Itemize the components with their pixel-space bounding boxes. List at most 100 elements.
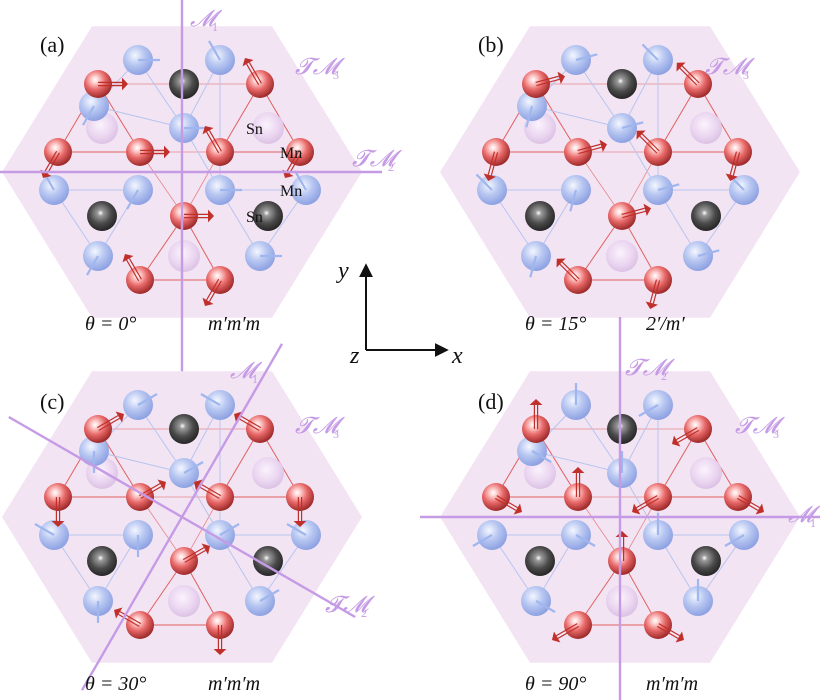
panel-label: (b) bbox=[478, 32, 504, 57]
spin-arrowhead bbox=[293, 521, 307, 527]
mn-atom-upper-layer bbox=[608, 202, 636, 230]
atom-label: Mn bbox=[280, 183, 302, 200]
mn-blue-bond bbox=[93, 404, 186, 474]
sn-atom-lower-layer bbox=[606, 585, 638, 617]
sn-atom-lower-layer bbox=[252, 112, 284, 144]
spin-arrow-lower bbox=[525, 105, 534, 128]
mn-atom-upper-layer bbox=[608, 547, 636, 575]
sn-atom-upper-layer bbox=[87, 546, 117, 576]
mn-blue-bond bbox=[219, 534, 307, 602]
spin-arrow-upper bbox=[681, 65, 700, 84]
panel-b: 𝓣𝓜3(b)θ = 15°2′/m′ bbox=[440, 26, 800, 335]
spin-arrowhead bbox=[483, 173, 496, 181]
spin-arrow-upper bbox=[208, 130, 222, 152]
spin-arrowhead bbox=[632, 503, 641, 515]
sn-atom-upper-layer bbox=[87, 201, 117, 231]
mn-atom-upper-layer bbox=[206, 138, 234, 166]
spin-arrow-lower bbox=[86, 255, 99, 276]
mn-triangle-bond bbox=[577, 560, 659, 626]
mn-blue-bond bbox=[53, 189, 139, 257]
spin-arrow-upper bbox=[238, 417, 260, 431]
spin-arrowhead bbox=[122, 77, 128, 91]
x-axis-label: x bbox=[451, 343, 463, 369]
mn-atom-upper-layer bbox=[564, 266, 592, 294]
symmetry-line-label: 𝓣𝓜 bbox=[325, 592, 376, 617]
mn-atom-upper-layer bbox=[724, 483, 752, 511]
spin-arrow-lower bbox=[724, 534, 745, 547]
spin-arrowhead bbox=[672, 435, 681, 447]
spin-arrow-upper bbox=[496, 495, 518, 509]
mn-triangle-bond bbox=[139, 215, 221, 281]
spin-arrow-upper bbox=[577, 143, 601, 152]
mn-atom-upper-layer bbox=[84, 415, 112, 443]
spin-arrowhead bbox=[643, 203, 651, 216]
tm3-subscript: 3 bbox=[333, 68, 339, 82]
mn-triangle-bond bbox=[57, 428, 141, 498]
sn-atom-upper-layer bbox=[169, 69, 199, 99]
spin-arrowhead bbox=[636, 130, 646, 140]
spin-arrow-lower bbox=[657, 183, 680, 192]
magnetic-point-group: m′m′m bbox=[208, 673, 260, 695]
mn-blue-bond bbox=[491, 189, 577, 257]
spin-arrow-lower bbox=[575, 53, 598, 62]
tm3-subscript: 3 bbox=[333, 427, 339, 441]
sn-atom-upper-layer bbox=[253, 546, 283, 576]
spin-arrow-upper bbox=[652, 280, 661, 304]
mn-blue-bond bbox=[657, 189, 745, 257]
spin-arrow-upper bbox=[490, 152, 499, 176]
spin-arrowhead bbox=[513, 503, 522, 515]
spin-arrow-upper bbox=[98, 417, 120, 431]
panel-label: (d) bbox=[478, 389, 504, 414]
spin-arrow-upper bbox=[637, 497, 660, 511]
mn-atom-upper-layer bbox=[206, 483, 234, 511]
mn-atom-upper-layer bbox=[126, 138, 154, 166]
mn-atom-upper-layer bbox=[522, 70, 550, 98]
spin-arrow-upper bbox=[559, 263, 578, 282]
spin-arrow-lower bbox=[126, 189, 139, 210]
magnetic-point-group: m′m′m bbox=[646, 673, 698, 695]
spin-arrowhead bbox=[571, 467, 585, 473]
spin-arrow-upper bbox=[556, 623, 578, 637]
mn-atom-upper-layer bbox=[564, 483, 592, 511]
theta-value: θ = 30° bbox=[85, 673, 146, 695]
spin-arrow-upper bbox=[46, 152, 60, 174]
mn-blue-bond bbox=[183, 59, 221, 192]
spin-arrowhead bbox=[51, 521, 65, 527]
spin-arrow-upper bbox=[208, 280, 222, 302]
spin-arrow-lower bbox=[137, 393, 158, 406]
sn-atom-lower-layer bbox=[168, 585, 200, 617]
mn-atom-upper-layer bbox=[644, 611, 672, 639]
spin-arrowhead bbox=[202, 297, 214, 306]
spin-arrow-upper bbox=[676, 427, 698, 441]
magnetic-point-group: 2′/m′ bbox=[646, 313, 685, 335]
mn-atom-upper-layer bbox=[482, 483, 510, 511]
spin-arrow-upper bbox=[184, 549, 206, 563]
mn-blue-bond bbox=[621, 404, 659, 537]
panel-label: (c) bbox=[40, 389, 64, 414]
spin-arrow-upper bbox=[621, 207, 645, 216]
spin-arrow-upper bbox=[658, 623, 680, 637]
panel-label: (a) bbox=[40, 32, 64, 57]
symmetry-line-label: 𝓣𝓜 bbox=[625, 355, 676, 380]
spin-arrowhead bbox=[157, 479, 166, 491]
sn-atom-lower-layer bbox=[606, 240, 638, 272]
mn-triangle-bond bbox=[139, 560, 221, 626]
z-axis-label: z bbox=[349, 343, 360, 369]
mn-blue-bond bbox=[621, 59, 659, 192]
mn-atom-upper-layer bbox=[206, 611, 234, 639]
tm3-subscript: 3 bbox=[743, 68, 749, 82]
atom-label: Sn bbox=[246, 209, 263, 226]
spin-arrowhead bbox=[164, 145, 170, 159]
spin-arrow-lower bbox=[531, 450, 552, 463]
spin-arrow-upper bbox=[119, 611, 142, 625]
spin-arrow-lower bbox=[638, 404, 659, 417]
spin-arrow-upper bbox=[729, 151, 738, 175]
spin-arrowhead bbox=[599, 139, 607, 152]
mn-atom-upper-layer bbox=[644, 266, 672, 294]
symmetry-line-subscript: 1 bbox=[810, 516, 816, 530]
mn-triangle-bond bbox=[495, 428, 579, 498]
tm3-label: 𝓣𝓜 bbox=[295, 413, 346, 438]
